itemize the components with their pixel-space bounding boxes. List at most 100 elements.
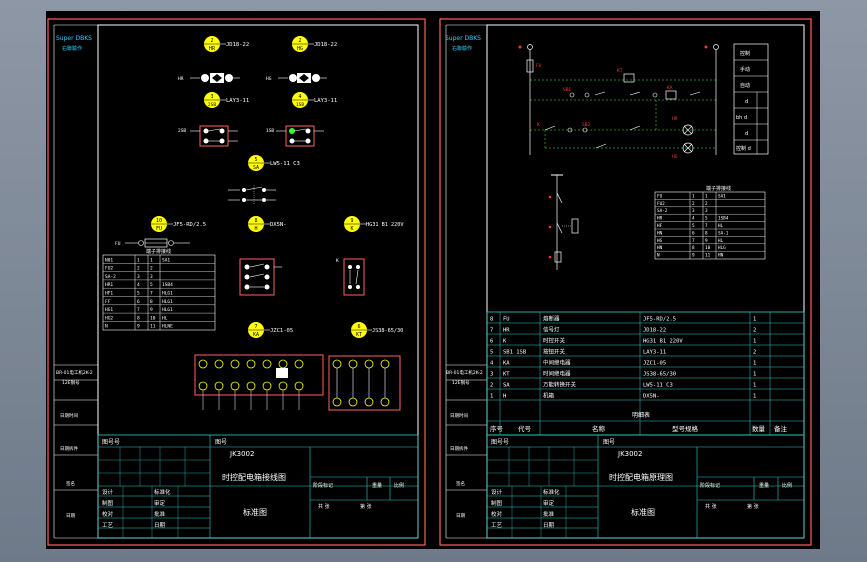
fuse-symbol: FU [115,238,190,248]
balloon-code: HG [297,46,303,52]
table-cell: HLG1 [162,299,173,305]
side-label-left-1: 12E钢号 [62,379,80,386]
balloon-code: FU [156,226,162,232]
table-cell: 6 [137,299,140,305]
device-fu: 10 FU JF5-RD/2.5 [151,216,206,232]
table-cell: SA1 [162,257,170,263]
lamp-symbol-hg: HG [266,73,327,83]
tb-weight: 重量 [372,482,382,489]
pushbutton-1sb-symbol: 1SB [266,125,324,147]
legend-5: d [745,131,748,137]
title-block-right: 图号号 图号 JK3002 时控配电箱原理图 标准图 阶段标记 重量 比例 共 … [486,434,805,539]
bom-cell: 8 [490,317,493,323]
table-cell: 2 [137,266,140,272]
lamp-symbol-hr: HR [178,73,240,83]
table-cell: HN [718,253,724,259]
pb-tag: 2SB [178,128,186,134]
table-cell: 9 [137,324,140,330]
tb-total: 共 张 [318,503,330,510]
sch-label-hg: HG [672,154,678,160]
bom-h-5: 备注 [774,424,788,433]
device-hg-lamp: 2 HG JD18-22 [292,36,337,52]
control-schematic: FU KT SB1 SB2 KA K HR HG [518,44,719,160]
timer-relay-symbol [548,174,579,270]
tb-sheet: 第 张 [360,503,372,510]
table-cell: 7 [692,238,695,244]
bom-cell: JZC1-05 [643,361,666,367]
bom-cell: 中间继电器 [543,359,571,367]
tb-ratio: 比例 [394,482,404,489]
table-cell: HR [657,216,663,222]
device-label: JF5-RD/2.5 [173,222,206,228]
tb-role-1: 制图 [102,499,114,507]
bom-cell: LAY3-11 [643,350,666,356]
table-cell: 9 [692,253,695,259]
tb-stage: 阶段标记 [700,482,720,489]
bom-cell: JD18-22 [643,328,666,334]
sch-label-sb1: SB1 [563,87,571,93]
table-cell: N [105,324,108,330]
bom-cell: 1 [490,394,493,400]
table-cell: HF [657,223,663,229]
tb-code: JK3002 [617,450,642,458]
device-label: LAY3-11 [226,98,249,104]
bom-cell: 7 [490,328,493,334]
balloon-num: 3 [210,94,213,100]
table-cell: 8 [137,315,140,321]
table-cell: N [657,253,660,259]
device-ka: 7 KA JZC1-05 [248,322,293,338]
legend-2: 自动 [740,82,750,89]
side-label-left-2: 日期时间 [60,412,78,419]
bom-cell: 按钮开关 [543,348,566,356]
bom-cell: FU [503,317,510,323]
table-cell: 3 [137,274,140,280]
table-cell: FF [105,299,111,305]
device-h: 8 H DX5N- [248,216,287,232]
table-cell: 9 [705,238,708,244]
device-label: HG31 B1 220V [366,222,403,228]
balloon-num: 5 [254,157,257,163]
bom-cell: 2 [753,350,756,356]
table-cell: N01 [105,257,113,263]
sch-label-kt: KT [617,68,623,74]
tb-role-0: 设计 [491,488,503,496]
table-cell: 8 [705,230,708,236]
bom-cell: DX5N- [643,394,660,400]
table-cell: FU2 [105,266,113,272]
balloon-num: 6 [357,324,360,330]
table-cell: 7 [137,307,140,313]
bom-cell: 6 [490,339,493,345]
side-label-right-5: 日期 [456,513,465,519]
sch-label-fu: FU [536,63,542,69]
bom-cell: SB1 1SB [503,350,527,356]
time-switch-symbol: K [336,258,365,296]
table-cell: 8 [692,245,695,251]
bom-cell: SA [503,383,510,389]
legend-4: bh d [736,115,747,121]
relay-module-symbol [239,258,282,296]
tb-role2-3: 日期 [543,522,555,529]
bom-cell: H [503,394,506,400]
table-cell: HG1 [105,307,113,313]
table-cell: HL [718,238,724,244]
side-label-left-3: 日期拆件 [60,445,78,452]
fuse-tag: FU [115,241,121,247]
side-label-left-0: BR-01电工机2K-2 [56,369,93,376]
balloon-num: 2 [298,38,301,44]
tb-label-fig: 图号 [603,439,615,446]
pin-icon [214,359,224,369]
table-cell: HF1 [105,291,113,297]
table-cell: FU2 [657,201,665,207]
bom-cell: 1 [753,339,756,345]
bom-h-2: 名称 [592,424,606,433]
table-cell: 1SB4 [162,282,173,288]
relay-base-ka [194,354,324,410]
brand-right: Super DBKS [445,35,481,42]
table-cell: 1 [692,193,695,199]
table-cell: 11 [705,253,711,259]
pb-tag: 1SB [266,128,274,134]
selector-switch-symbol [228,185,276,205]
device-label: JD18-22 [314,42,337,48]
table-cell: 5 [150,282,153,288]
legend-1: 手动 [740,66,750,73]
